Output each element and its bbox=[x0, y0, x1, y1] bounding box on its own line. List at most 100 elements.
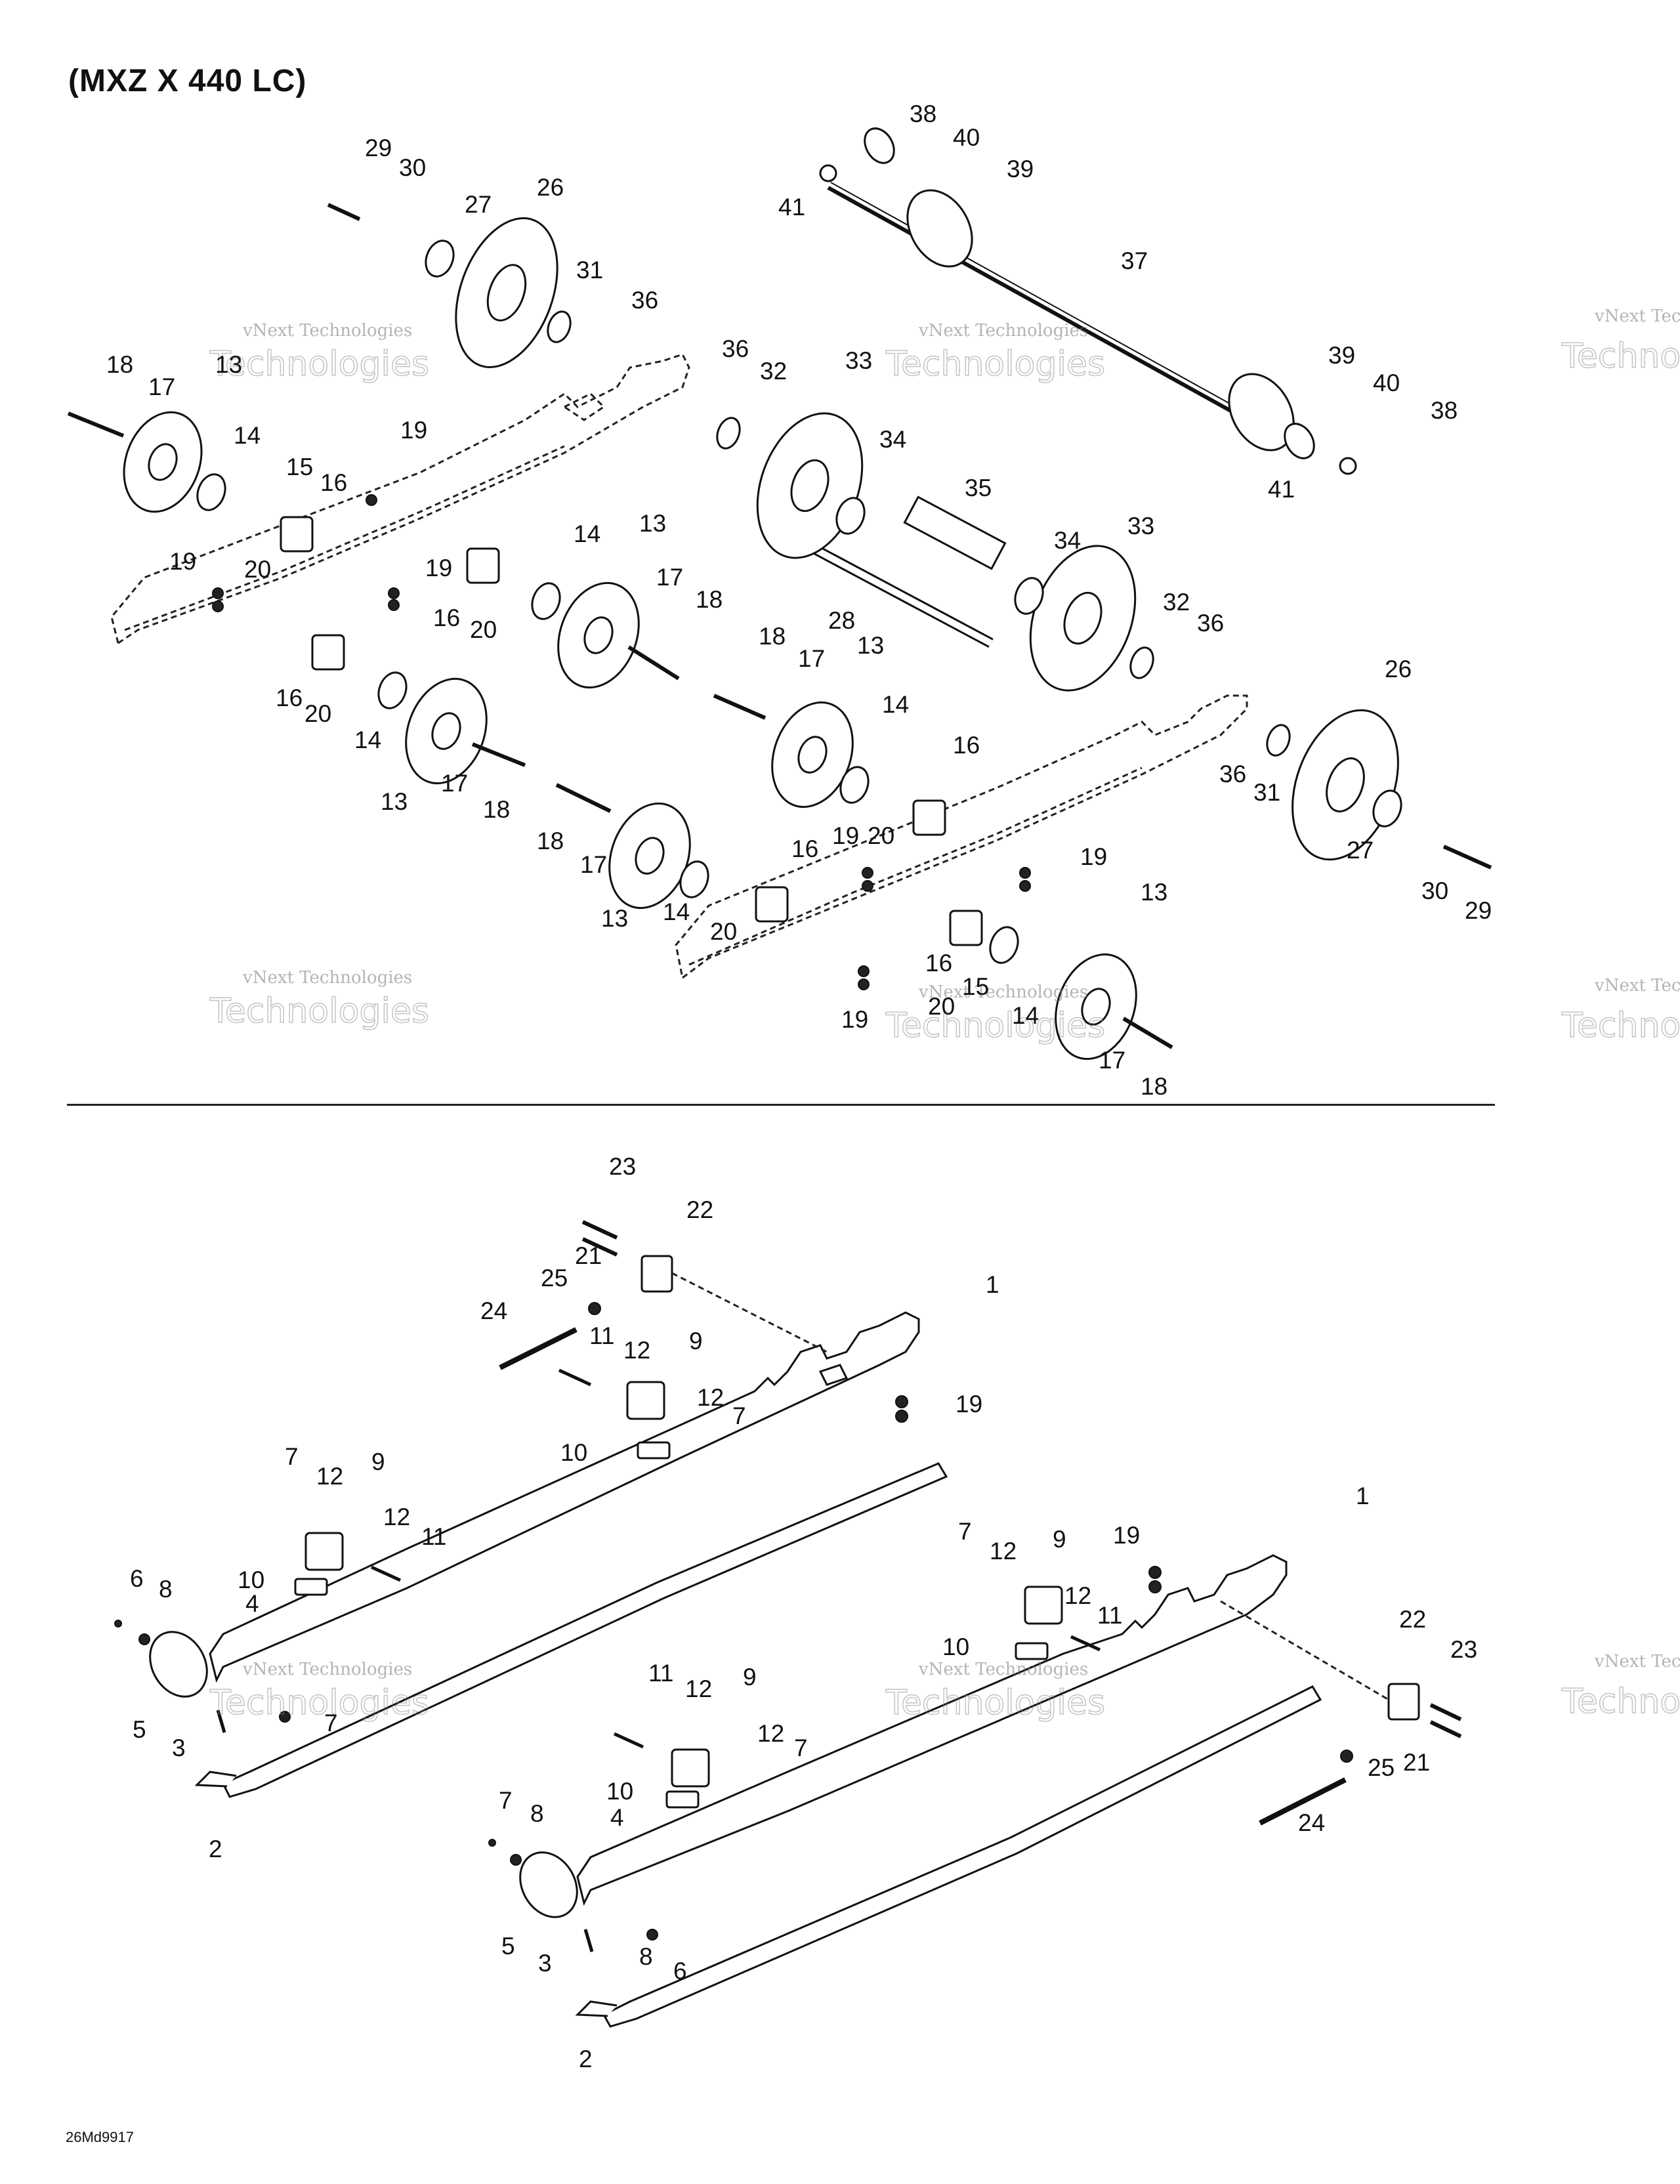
part-callout: 10 bbox=[942, 1633, 969, 1660]
part-callout: 20 bbox=[868, 822, 894, 849]
part-callout: 24 bbox=[480, 1297, 507, 1324]
part-callout: 6 bbox=[673, 1958, 687, 1984]
part-callout: 14 bbox=[354, 726, 381, 753]
cross-shafts bbox=[811, 495, 1007, 648]
part-callout: 13 bbox=[601, 905, 628, 932]
part-callout: 27 bbox=[465, 191, 492, 218]
part-callout: 5 bbox=[501, 1933, 515, 1960]
part-callout: 12 bbox=[697, 1384, 724, 1411]
part-callout: 17 bbox=[1099, 1047, 1125, 1074]
part-callout: 14 bbox=[234, 422, 261, 449]
part-callout: 22 bbox=[1399, 1606, 1426, 1633]
part-callout: 9 bbox=[689, 1328, 703, 1354]
diagram-code: 26Md9917 bbox=[66, 2129, 134, 2145]
part-callout: 19 bbox=[1080, 843, 1107, 870]
part-callout: 18 bbox=[696, 586, 723, 613]
front-stoppers bbox=[149, 1631, 578, 1918]
part-callout: 3 bbox=[172, 1734, 186, 1761]
watermark-text: Technologies bbox=[1561, 1006, 1680, 1045]
part-callout: 11 bbox=[1097, 1602, 1122, 1629]
part-callout: 19 bbox=[841, 1006, 868, 1033]
part-callout: 12 bbox=[990, 1538, 1017, 1564]
part-callout: 16 bbox=[925, 950, 952, 976]
part-callout: 15 bbox=[962, 973, 989, 1000]
part-callout: 17 bbox=[580, 851, 607, 878]
part-callout: 11 bbox=[648, 1660, 673, 1687]
rear-shaft bbox=[819, 127, 1357, 475]
part-callout: 20 bbox=[304, 700, 331, 727]
watermark-text: Technologies bbox=[885, 1683, 1105, 1723]
part-callout: 16 bbox=[953, 732, 980, 759]
part-callout: 13 bbox=[1141, 879, 1167, 906]
part-callout: 19 bbox=[425, 555, 452, 581]
part-callout: 25 bbox=[1368, 1754, 1395, 1781]
part-callout: 13 bbox=[857, 632, 884, 659]
part-callout: 7 bbox=[285, 1443, 299, 1470]
watermark-text: Technologies bbox=[885, 1006, 1105, 1045]
part-callout: 19 bbox=[832, 822, 859, 849]
lower-assembly bbox=[114, 1220, 1462, 2028]
part-callout: 24 bbox=[1298, 1809, 1325, 1836]
part-callout: 8 bbox=[639, 1943, 653, 1970]
part-callout: 26 bbox=[1385, 656, 1412, 682]
watermark-text: vNext Technologies bbox=[242, 321, 412, 341]
fasteners-lower bbox=[114, 1220, 1462, 1952]
part-callout: 17 bbox=[441, 770, 468, 797]
part-callout: 29 bbox=[365, 135, 392, 161]
part-callout: 36 bbox=[1197, 610, 1224, 637]
watermark-text: vNext Technologies bbox=[918, 321, 1088, 341]
watermark-text: vNext Technologies bbox=[242, 968, 412, 988]
part-callout: 7 bbox=[794, 1734, 808, 1761]
diagram-title: (MXZ X 440 LC) bbox=[68, 64, 307, 98]
part-callout: 12 bbox=[685, 1675, 712, 1702]
part-callout: 9 bbox=[1053, 1526, 1066, 1553]
axle-housings bbox=[280, 516, 983, 946]
part-callout: 18 bbox=[537, 828, 564, 854]
part-callout: 36 bbox=[1219, 761, 1246, 788]
part-callout: 5 bbox=[133, 1716, 146, 1743]
part-callout: 36 bbox=[631, 287, 658, 314]
part-callout: 14 bbox=[574, 520, 600, 547]
part-callout: 11 bbox=[421, 1523, 446, 1550]
watermark-text: Technologies bbox=[209, 345, 429, 384]
part-callout: 3 bbox=[538, 1950, 552, 1977]
part-callout: 7 bbox=[324, 1710, 338, 1736]
part-callout: 10 bbox=[606, 1778, 633, 1805]
watermark-text: Technologies bbox=[209, 992, 429, 1031]
part-callout: 30 bbox=[1421, 877, 1448, 904]
watermark-text: Technologies bbox=[885, 345, 1105, 384]
watermark-text: vNext Technologies bbox=[242, 1660, 412, 1679]
upper-right-rail bbox=[675, 694, 1248, 980]
part-callout: 19 bbox=[400, 417, 427, 444]
part-callout: 32 bbox=[760, 358, 787, 385]
lower-right-rail bbox=[576, 1554, 1288, 1906]
part-callout: 31 bbox=[1253, 779, 1280, 806]
part-callout: 7 bbox=[732, 1402, 746, 1429]
part-callout: 19 bbox=[956, 1391, 982, 1418]
part-callout: 18 bbox=[759, 623, 786, 650]
part-callout: 16 bbox=[320, 469, 347, 496]
part-callout: 25 bbox=[541, 1265, 568, 1292]
part-callout: 8 bbox=[530, 1800, 544, 1827]
part-callout: 6 bbox=[130, 1565, 144, 1592]
part-callout: 30 bbox=[399, 154, 426, 181]
part-callout: 21 bbox=[575, 1242, 602, 1269]
part-callout: 32 bbox=[1163, 589, 1190, 616]
part-callout: 27 bbox=[1347, 837, 1374, 864]
part-callout: 12 bbox=[757, 1720, 784, 1747]
part-callout: 16 bbox=[433, 604, 460, 631]
part-callout: 1 bbox=[986, 1271, 999, 1298]
part-callout: 19 bbox=[169, 548, 196, 575]
part-callout: 21 bbox=[1403, 1749, 1430, 1776]
part-callout: 11 bbox=[589, 1322, 614, 1349]
part-callout: 13 bbox=[639, 510, 666, 537]
upper-left-rail bbox=[110, 353, 690, 645]
part-callout: 41 bbox=[778, 194, 805, 220]
part-callout: 39 bbox=[1007, 156, 1034, 182]
part-callout: 40 bbox=[1373, 369, 1400, 396]
section-divider bbox=[67, 1104, 1495, 1106]
part-callout: 33 bbox=[1127, 513, 1154, 539]
part-callout: 14 bbox=[882, 691, 909, 718]
part-callout: 19 bbox=[1113, 1522, 1140, 1549]
